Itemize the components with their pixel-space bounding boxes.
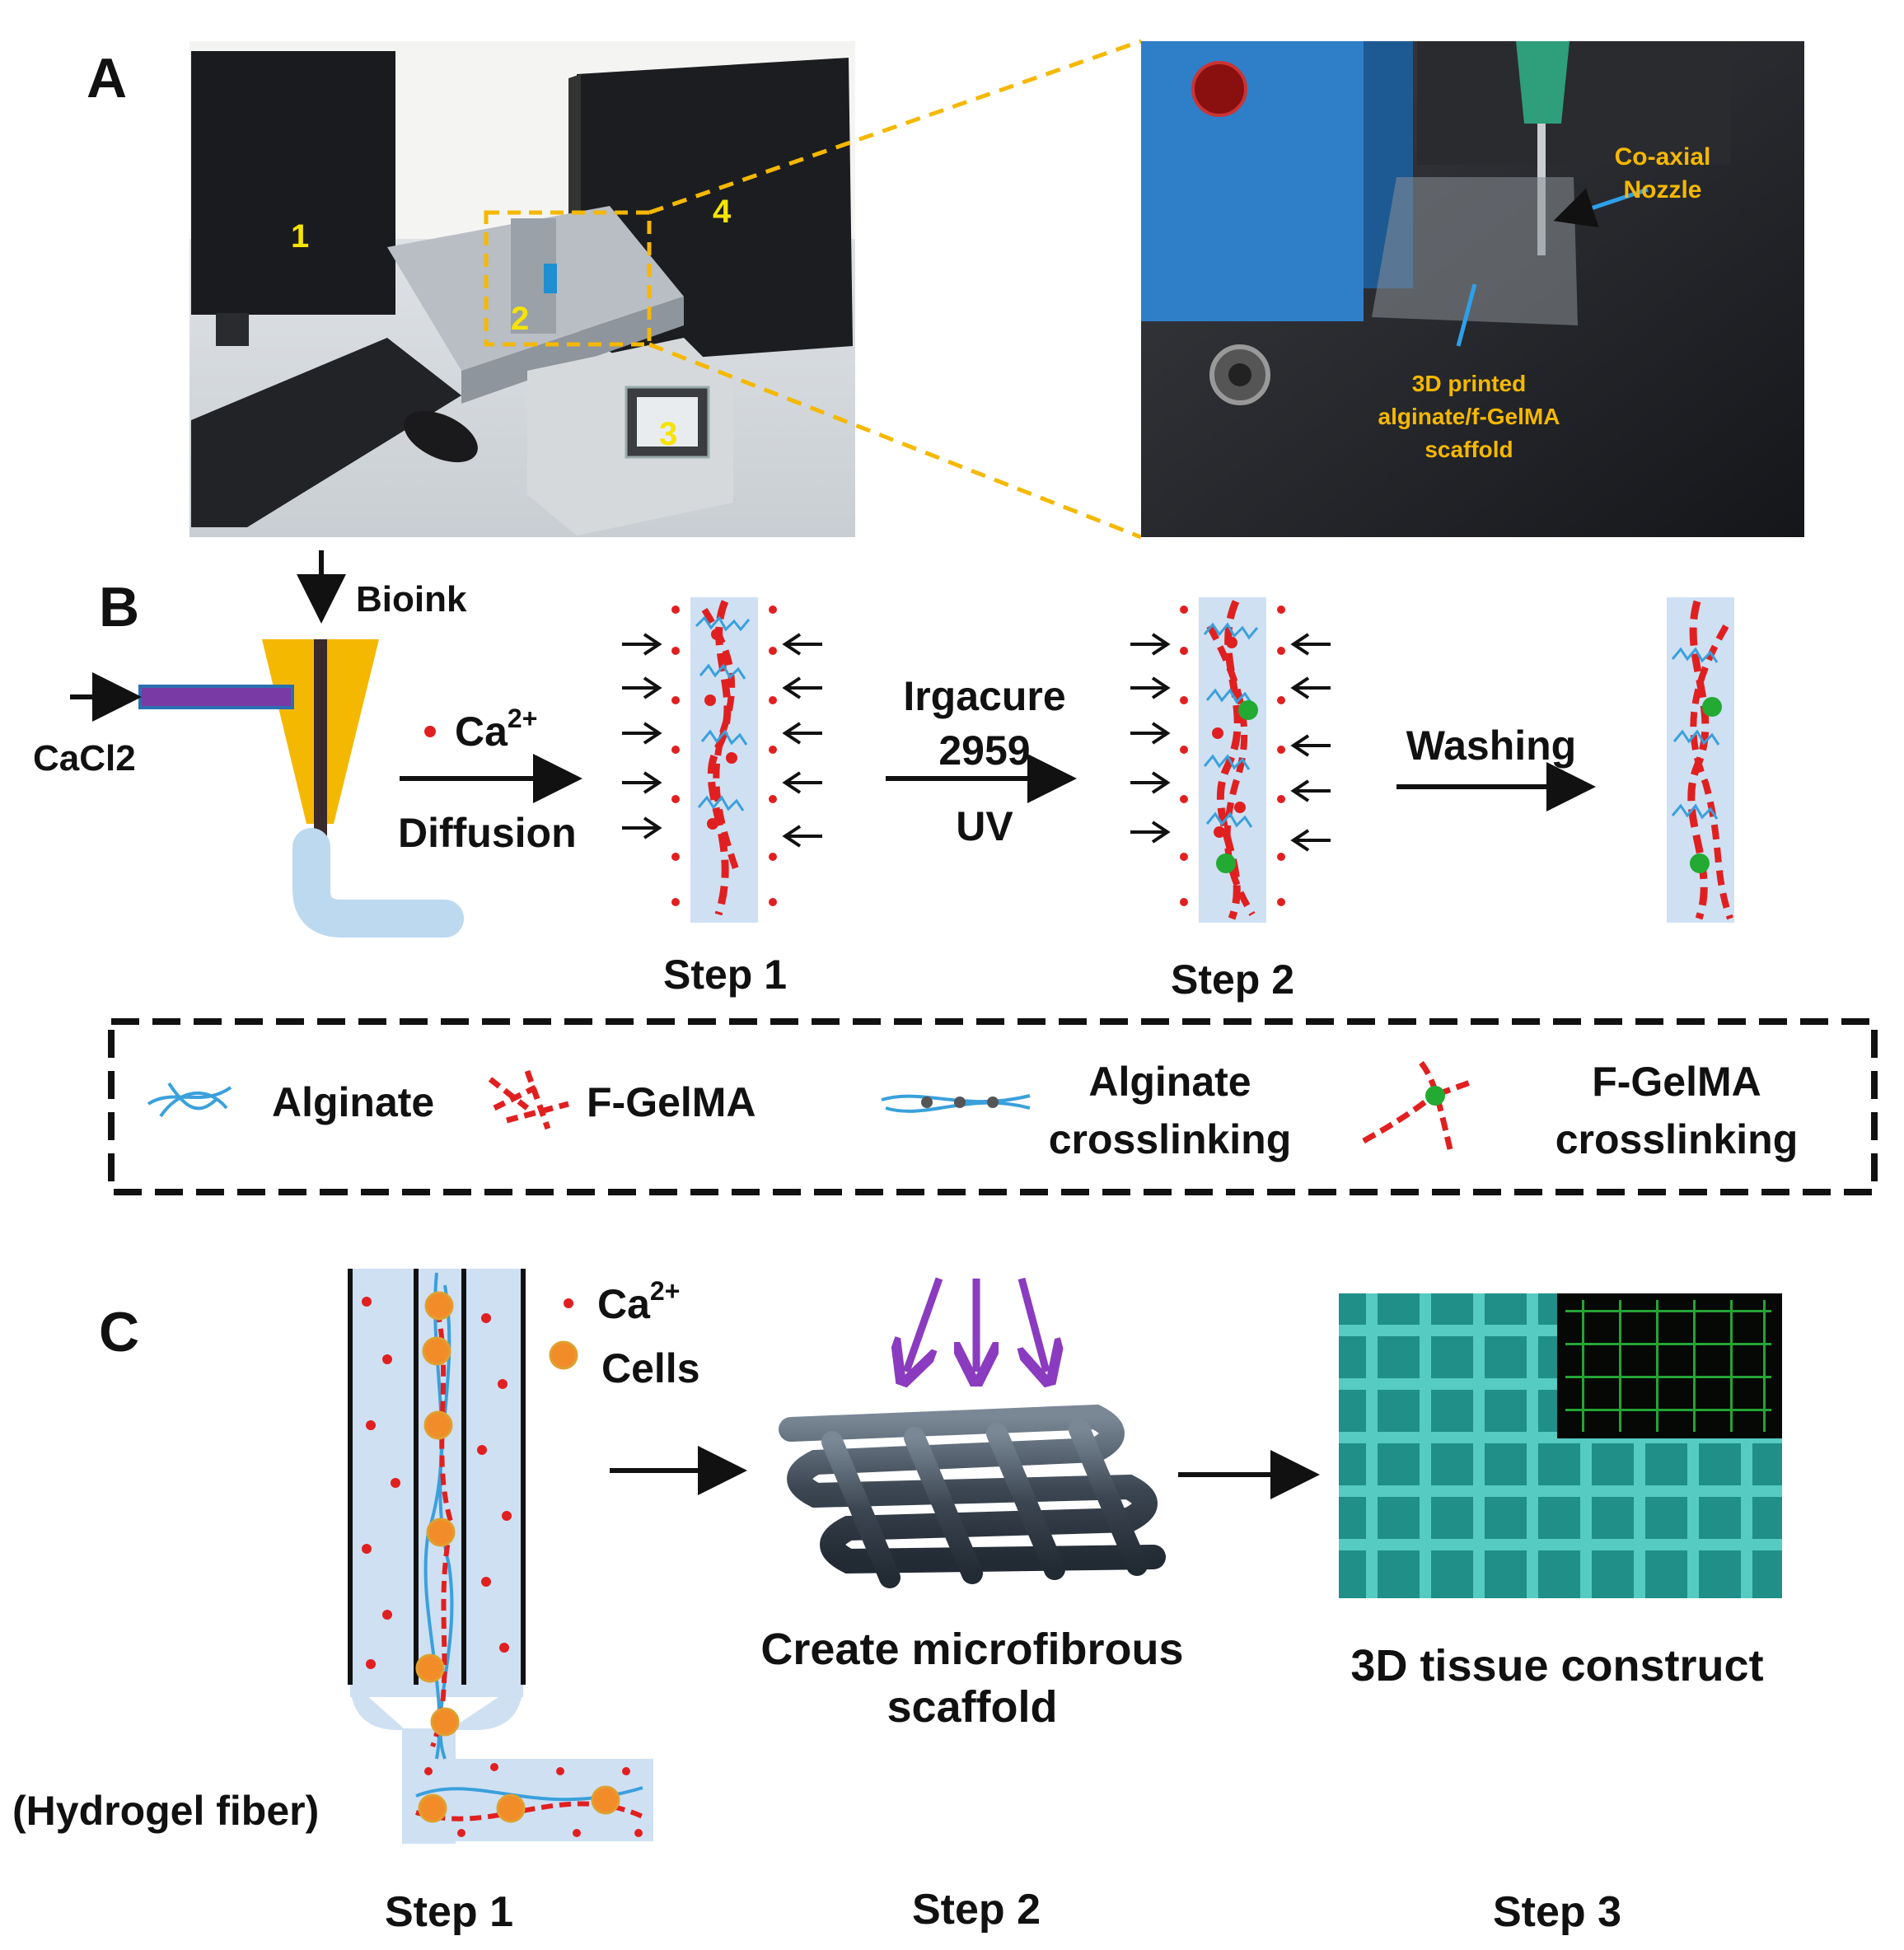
nozzle-pointer-arrow (1553, 187, 1649, 228)
fiber-washed (1667, 597, 1734, 923)
mouse (404, 410, 478, 463)
fiber-step2 (1199, 597, 1266, 923)
marker-4: 4 (713, 194, 732, 230)
step1-label-b: Step 1 (663, 952, 787, 998)
monitor (191, 51, 395, 315)
uv-arrow-3 (1022, 1277, 1046, 1372)
panel-label-a: A (87, 47, 127, 110)
irgacure-number: 2959 (938, 727, 1030, 774)
hydrogel-fiber-label: (Hydrogel fiber) (12, 1788, 319, 1834)
microfibrous-scaffold (779, 1404, 1166, 1588)
legend-fgelma-label: F-GelMA (587, 1079, 756, 1125)
printed-scaffold (1372, 177, 1578, 325)
legend-ca-label: Ca2+ (597, 1276, 680, 1327)
zoom-connector-bottom (648, 342, 1142, 540)
nozzle-closeup-photo: Co-axial Nozzle 3D printed alginate/f-Ge… (1141, 41, 1804, 537)
coaxial-nozzle-diagram: Bioink CaCl2 (33, 550, 467, 938)
step1-label-c: Step 1 (385, 1888, 513, 1936)
legend-alginate-label: Alginate (272, 1079, 434, 1125)
legend-alginate-crosslink-line1: Alginate (1088, 1059, 1251, 1105)
inward-arrows-step2 (1130, 633, 1331, 852)
marker-1: 1 (291, 218, 309, 255)
ca-dots-step1 (671, 606, 777, 906)
step2-label-c: Step 2 (912, 1886, 1041, 1934)
legend-fgelma-crosslink-line2: crosslinking (1555, 1116, 1799, 1162)
tissue-label: 3D tissue construct (1350, 1641, 1763, 1690)
cell-icon (549, 1340, 578, 1370)
extruded-fiber (292, 828, 464, 938)
cacl2-label: CaCl2 (33, 738, 136, 779)
legend-fgelma-crosslink-icon (1362, 1060, 1476, 1150)
uv-arrow-1 (906, 1277, 943, 1372)
legend-fgelma-crosslink-line1: F-GelMA (1592, 1059, 1761, 1105)
create-scaffold-line2: scaffold (887, 1682, 1057, 1732)
sensor-block (1141, 41, 1364, 321)
nozzle-label-line1: Co-axial (1615, 143, 1711, 171)
scaffold-label-line3: scaffold (1424, 437, 1513, 462)
uv-label: UV (956, 803, 1013, 849)
zoom-region-box (484, 210, 652, 347)
scaffold-label-line1: 3D printed (1412, 371, 1526, 396)
irgacure-label: Irgacure (903, 673, 1065, 719)
panel-label-b: B (99, 576, 139, 638)
marker-3: 3 (659, 416, 677, 452)
scaffold-label-line2: alginate/f-GelMA (1378, 404, 1560, 429)
legend-alginate-icon (147, 1082, 232, 1118)
inner-needle (314, 639, 327, 849)
nozzle-label-line2: Nozzle (1623, 176, 1701, 203)
scaffold-pointer-arrow (1456, 283, 1477, 347)
keyboard (191, 338, 461, 527)
cacl2-inlet (138, 685, 294, 709)
fluorescence-inset (1557, 1293, 1782, 1438)
bioink-label: Bioink (356, 579, 467, 620)
printer-setup-photo: 1 2 3 4 (189, 41, 855, 537)
tissue-construct-image (1339, 1293, 1782, 1598)
legend-alginate-crosslink-line2: crosslinking (1049, 1116, 1292, 1162)
zoom-connector-top (648, 39, 1142, 215)
legend-fgelma-icon (488, 1069, 569, 1130)
legend-alginate-crosslink-icon (881, 1094, 1031, 1113)
fiber-step1 (690, 597, 758, 923)
legend-ca-dot-icon (564, 1298, 573, 1308)
create-scaffold-line1: Create microfibrous (760, 1625, 1183, 1674)
panel-label-c: C (99, 1301, 139, 1363)
ca-dots-step2 (1180, 606, 1285, 906)
inward-arrows-step1 (622, 633, 822, 848)
diffusion-label: Diffusion (398, 810, 577, 856)
washing-label: Washing (1406, 722, 1576, 769)
step2-label-b: Step 2 (1171, 956, 1294, 1003)
marker-2: 2 (511, 301, 529, 337)
coaxial-channel-diagram (348, 1269, 653, 1844)
legend-box (108, 1018, 1878, 1195)
ca-label: Ca2+ (455, 704, 537, 755)
step3-label-c: Step 3 (1493, 1888, 1621, 1936)
cells-label: Cells (601, 1345, 700, 1391)
ca-dot-icon (424, 726, 436, 737)
nozzle-hub (1516, 41, 1570, 124)
